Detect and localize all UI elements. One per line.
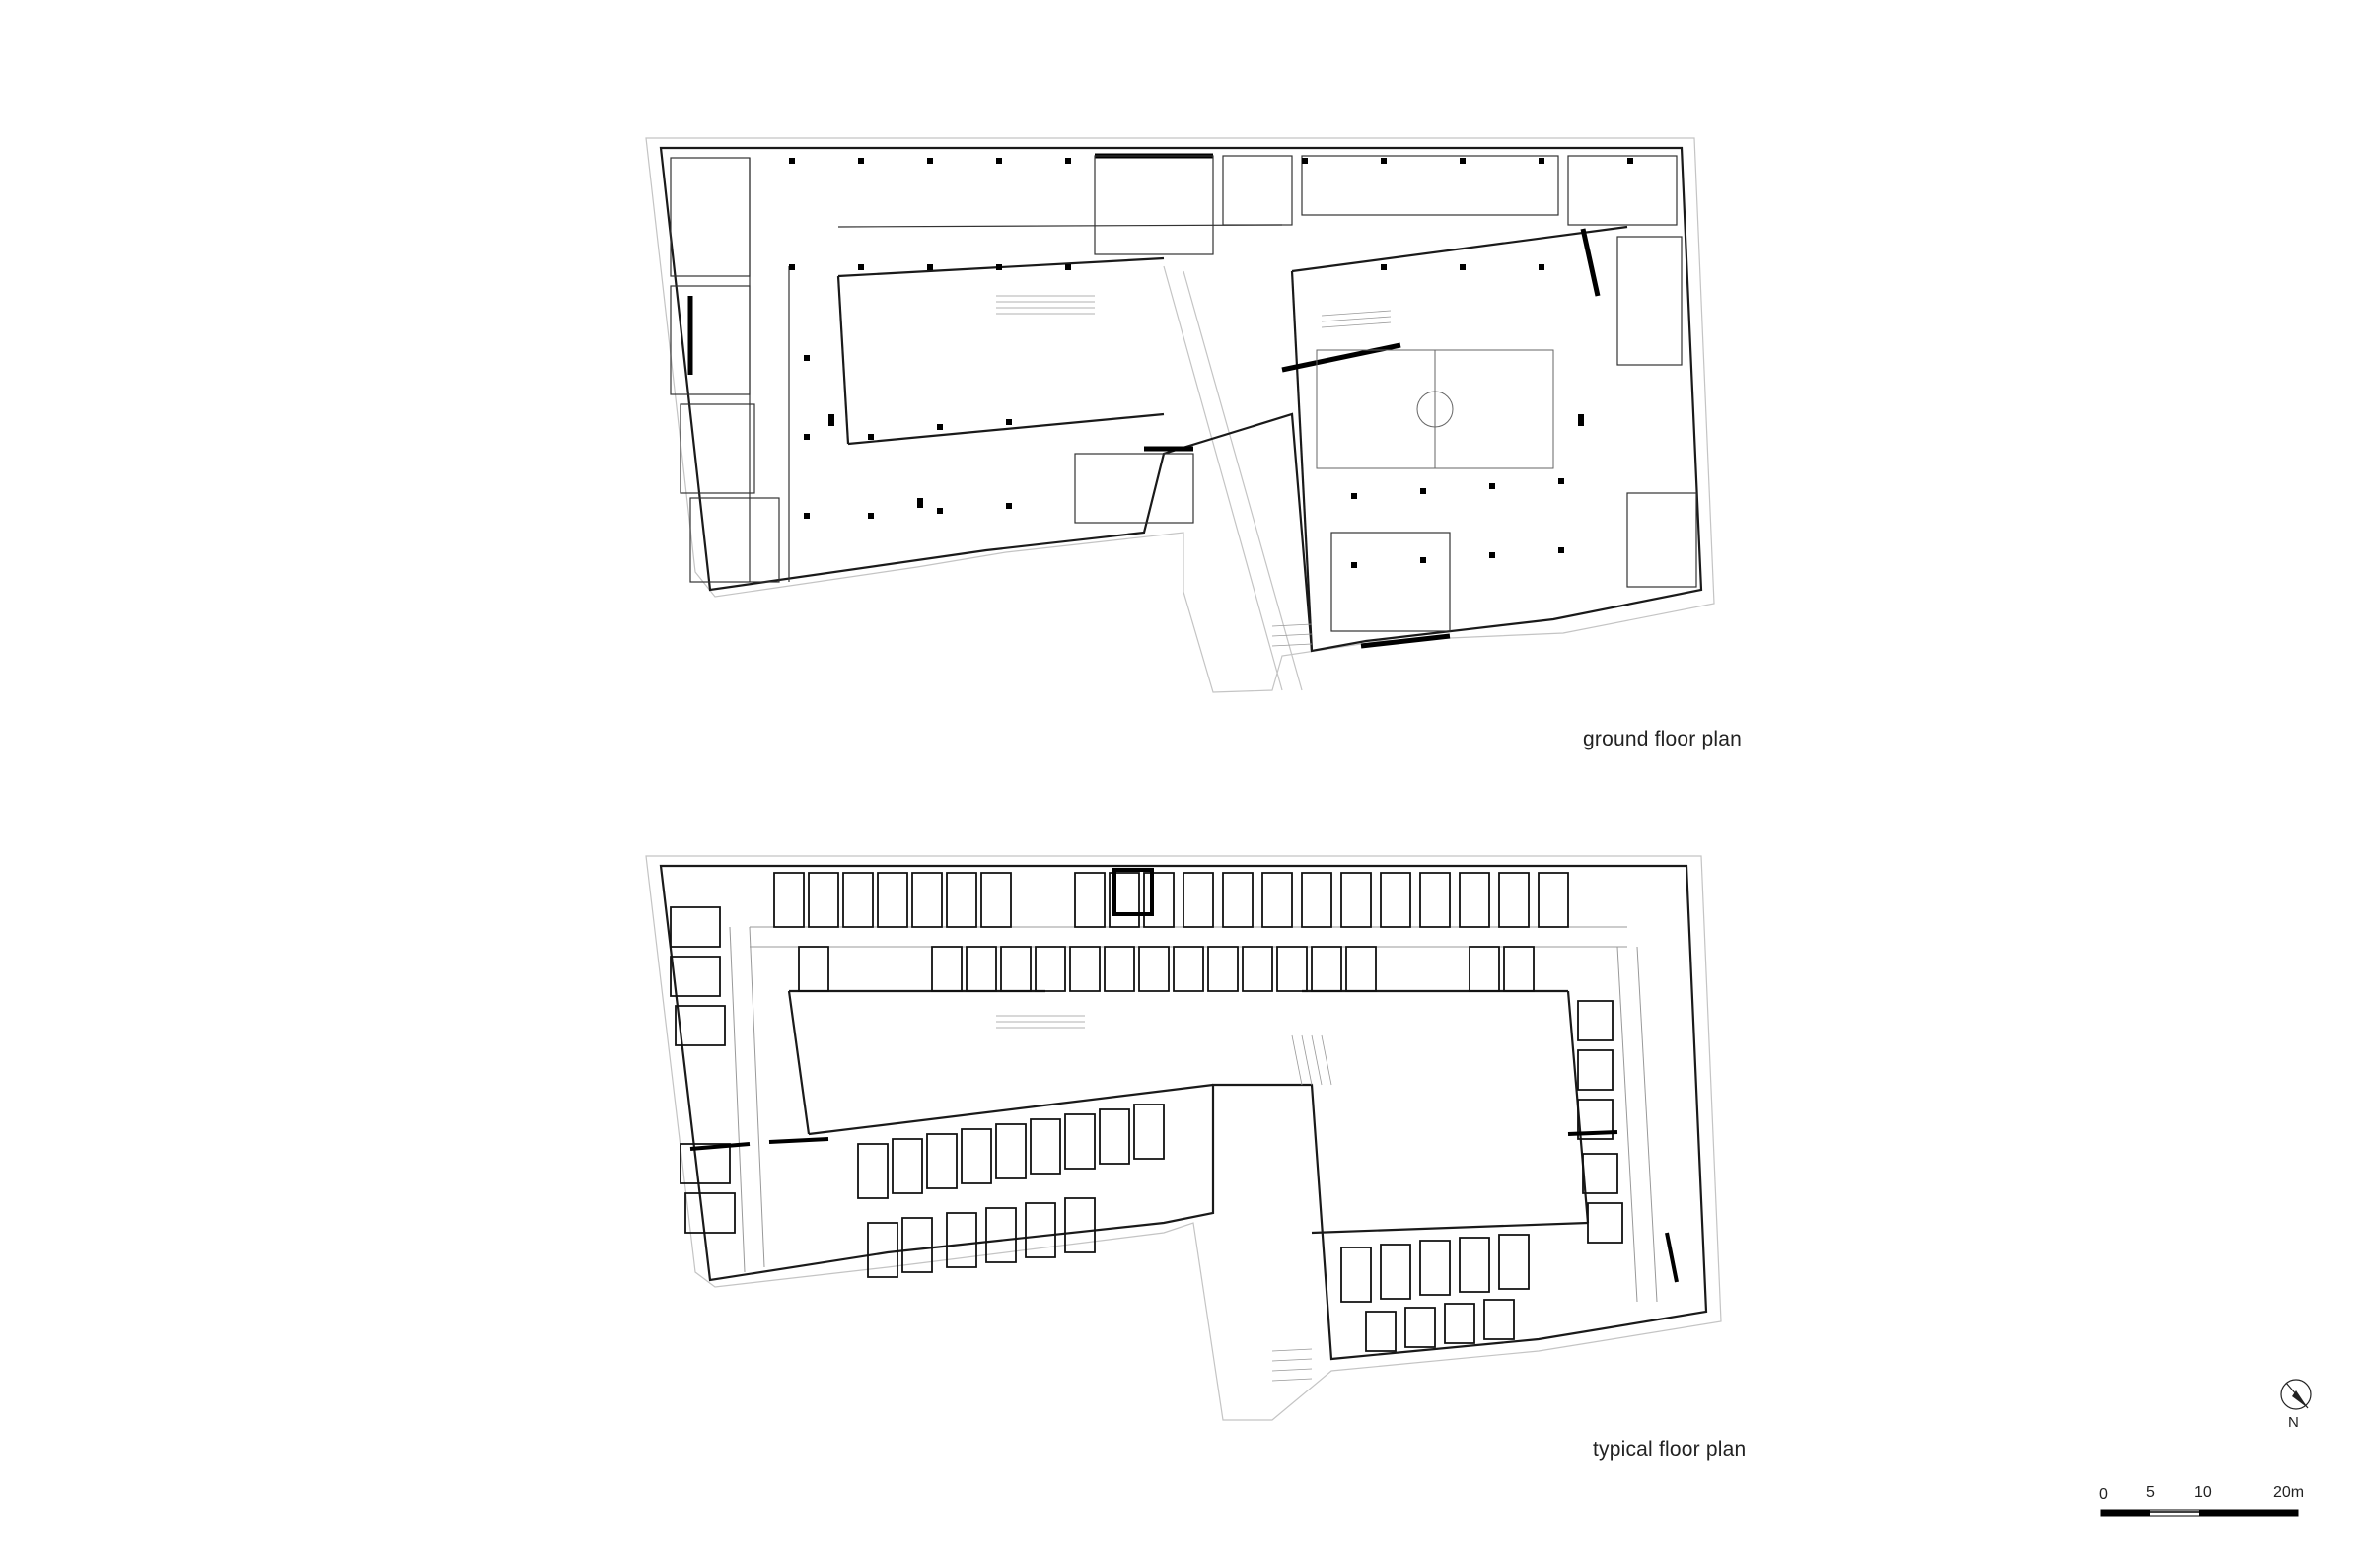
typical-floor-plan-label: typical floor plan [1593, 1438, 1747, 1461]
ground-outer-walls [659, 146, 1703, 653]
typical-corridors [729, 926, 1658, 1303]
typical-stairs [996, 1015, 1332, 1382]
north-arrow-letter: N [2288, 1414, 2299, 1431]
ground-stairs [996, 295, 1392, 647]
ground-partitions [670, 155, 1697, 632]
north-arrow-icon [2280, 1379, 2312, 1410]
scale-tick-5: 5 [2146, 1484, 2155, 1501]
scale-tick-20m: 20m [2273, 1484, 2305, 1501]
ground-floor-plan [645, 137, 1715, 693]
scale-bar-graphic [2100, 1509, 2299, 1517]
ground-columns [789, 158, 1633, 568]
typical-outer-walls [659, 864, 1708, 1361]
ground-floor-plan-label: ground floor plan [1583, 728, 1743, 750]
typical-room-cells [670, 872, 1623, 1352]
scale-tick-10: 10 [2194, 1484, 2212, 1501]
typical-floor-plan [645, 855, 1722, 1421]
typical-cores [689, 868, 1679, 1283]
ground-sports-court [1316, 349, 1554, 469]
ground-site-outline [645, 137, 1715, 693]
typical-site-outline [645, 855, 1722, 1421]
scale-tick-0: 0 [2099, 1486, 2108, 1503]
